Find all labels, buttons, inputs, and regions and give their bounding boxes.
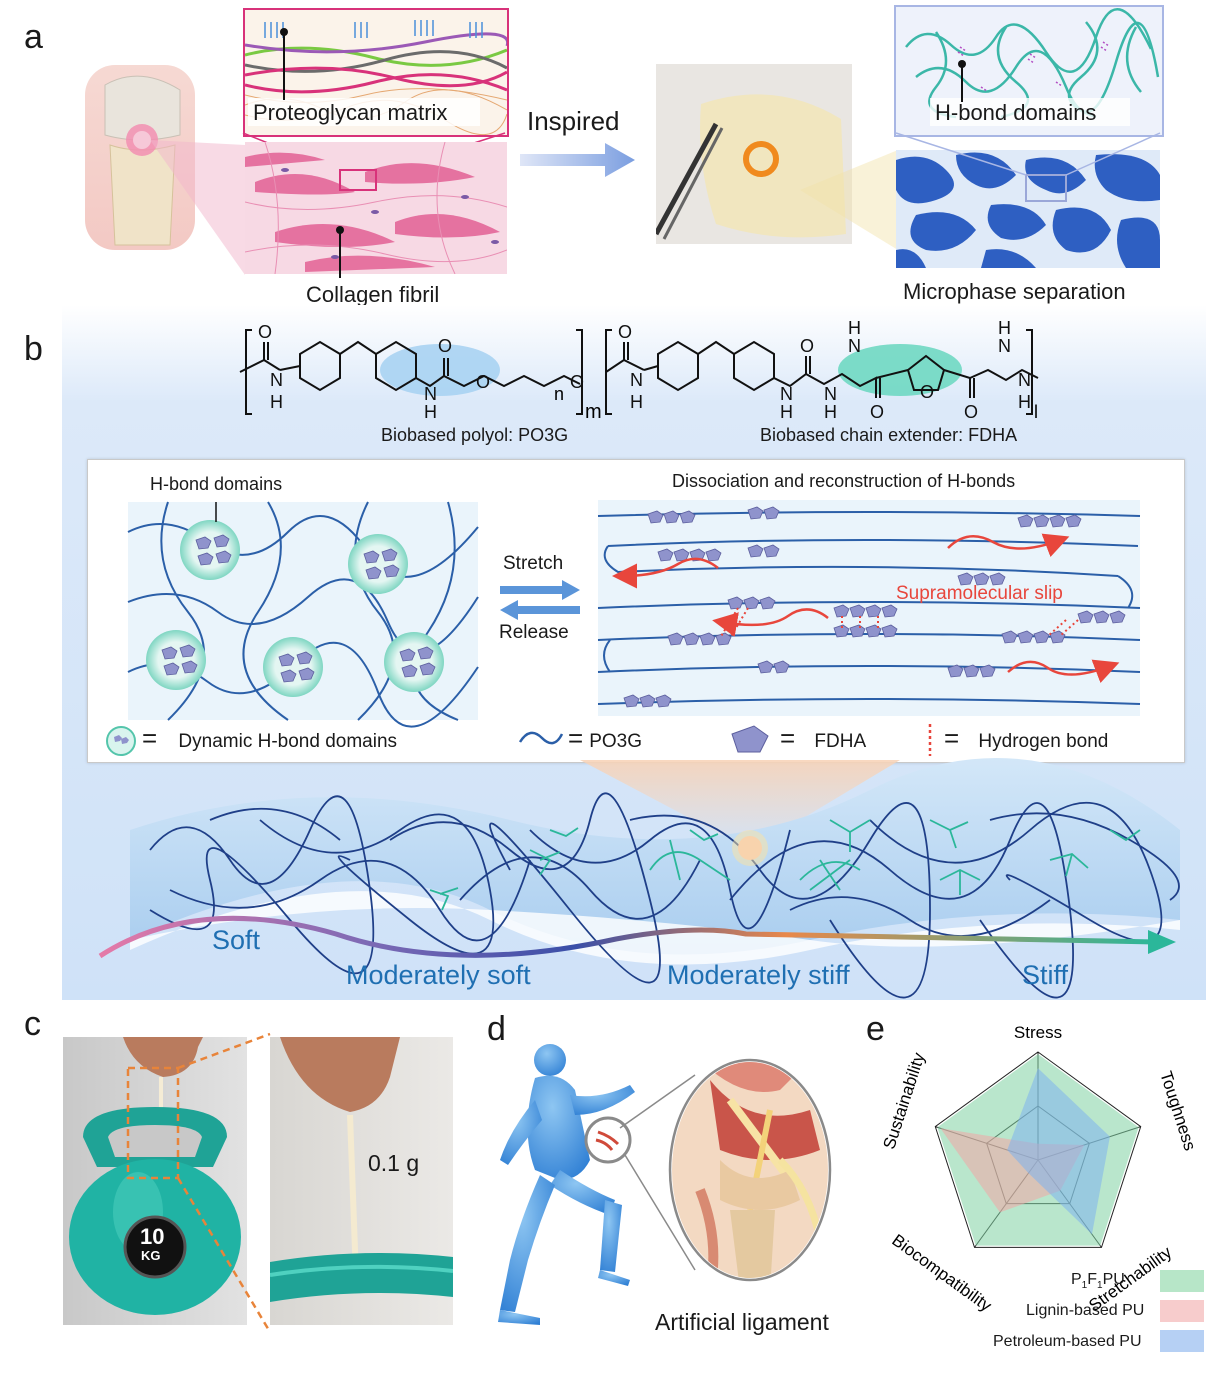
proteoglycan-leader-line (280, 28, 288, 100)
microphase-separation-image (896, 150, 1160, 268)
legend-hbond-label: = Hydrogen bond (944, 723, 1109, 753)
hbond-leader-line (958, 60, 966, 102)
svg-text:O: O (920, 382, 934, 402)
hbond-network-illustration (127, 501, 479, 728)
collagen-tissue-image (245, 142, 507, 274)
dissociation-label: Dissociation and reconstruction of H-bon… (672, 471, 1016, 491)
svg-text:H: H (780, 402, 793, 422)
radar-axis-label-stress: Stress (1014, 1023, 1062, 1042)
runner-illustration (498, 1044, 832, 1325)
svg-text:O: O (570, 372, 584, 392)
radar-grid-ring-0 (934, 1051, 1142, 1248)
kettlebell-photo: 10 KG (63, 1037, 247, 1325)
panel-letter-b: b (24, 330, 43, 368)
knee-zoom-connector (150, 140, 245, 275)
legend-lignin-swatch (1160, 1300, 1204, 1322)
legend-lignin-label: Lignin-based PU (1026, 1302, 1145, 1319)
microphase-zoom-lines (895, 132, 1161, 176)
hbond-label-bg (930, 98, 1130, 126)
legend-fdha-label: = FDHA (780, 723, 867, 753)
stiff-label: Stiff (1022, 960, 1069, 990)
panel-letter-d: d (487, 1010, 506, 1048)
extender-label: Biobased chain extender: FDHA (760, 425, 1018, 445)
svg-text:H: H (998, 318, 1011, 338)
legend-petroleum-swatch (1160, 1330, 1204, 1352)
svg-text:N: N (780, 384, 793, 404)
weight-label: 0.1 g (368, 1150, 420, 1176)
proteoglycan-label-bg (248, 98, 480, 126)
legend-p1f1pu-swatch (1160, 1270, 1204, 1292)
legend-p1f1pu-label: P1F1PU (1071, 1271, 1125, 1292)
subscript-l: l (1034, 402, 1038, 422)
svg-text:O: O (618, 322, 632, 342)
panel-letter-c: c (24, 1005, 41, 1043)
svg-text:O: O (964, 402, 978, 422)
film-photo (656, 64, 852, 244)
moderately-soft-label: Moderately soft (346, 960, 531, 990)
svg-text:N: N (998, 336, 1011, 356)
release-label: Release (499, 622, 569, 643)
radar-axis-label-toughness: Toughness (1156, 1069, 1199, 1153)
legend-hbond-icon (928, 724, 932, 756)
svg-text:N: N (848, 336, 861, 356)
svg-text:H: H (824, 402, 837, 422)
inspired-arrow (520, 143, 635, 177)
supramolecular-slip-label: Supramolecular slip (896, 583, 1063, 604)
svg-text:O: O (438, 336, 452, 356)
panel-letter-a: a (24, 18, 43, 56)
artificial-ligament-label: Artificial ligament (655, 1309, 829, 1335)
inspired-label: Inspired (527, 106, 620, 136)
legend-po3g-label: =PO3G (568, 723, 642, 753)
stretch-release-arrows (500, 580, 580, 620)
soft-label: Soft (212, 925, 261, 955)
svg-text:H: H (1018, 392, 1031, 412)
film-zoom-connector (800, 150, 898, 250)
microphase-label: Microphase separation (903, 279, 1126, 304)
radar-series (937, 1054, 1139, 1246)
proteoglycan-label: Proteoglycan matrix (253, 100, 448, 125)
knee-illustration (85, 65, 195, 250)
legend-dynamic-icon (106, 726, 136, 756)
stretched-network-illustration (597, 500, 1141, 716)
moderately-stiff-label: Moderately stiff (667, 960, 850, 990)
svg-text:N: N (630, 370, 643, 390)
kettlebell-unit: KG (141, 1248, 161, 1263)
subscript-m: m (585, 401, 602, 423)
svg-text:H: H (424, 402, 437, 422)
fiber-zoom-photo: 0.1 g (270, 1037, 453, 1325)
svg-text:N: N (270, 370, 283, 390)
svg-text:N: N (824, 384, 837, 404)
legend-fdha-icon (731, 725, 769, 753)
radar-series-2 (1007, 1068, 1110, 1235)
collagen-leader-line (336, 226, 344, 278)
kettlebell-number: 10 (140, 1224, 165, 1249)
svg-text:N: N (1018, 370, 1031, 390)
svg-text:O: O (800, 336, 814, 356)
stiffness-gradient-arrow (98, 915, 1176, 959)
kettlebell-zoom-box (126, 1032, 272, 1333)
radar-axis-label-sustainability: Sustainability (880, 1050, 929, 1152)
svg-text:O: O (476, 372, 490, 392)
hbond-label: H-bond domains (935, 100, 1097, 125)
svg-text:H: H (630, 392, 643, 412)
polyol-label: Biobased polyol: PO3G (381, 425, 569, 445)
svg-text:H: H (270, 392, 283, 412)
gradient-film-illustration (130, 758, 1180, 999)
collagen-label: Collagen fibril (306, 282, 440, 307)
panel-letter-e: e (866, 1010, 885, 1048)
svg-text:H: H (848, 318, 861, 338)
radar-chart: StressToughnessStretchabilityBiocompatib… (880, 1023, 1200, 1316)
legend-po3g-icon (518, 731, 564, 745)
svg-text:N: N (424, 384, 437, 404)
svg-text:O: O (258, 322, 272, 342)
legend-petroleum-label: Petroleum-based PU (993, 1333, 1142, 1350)
legend-dynamic-label: = Dynamic H-bond domains (142, 723, 398, 753)
svg-text:O: O (870, 402, 884, 422)
subscript-n: n (554, 384, 564, 404)
hbond-domains-label: H-bond domains (150, 474, 283, 494)
stretch-label: Stretch (503, 553, 564, 574)
